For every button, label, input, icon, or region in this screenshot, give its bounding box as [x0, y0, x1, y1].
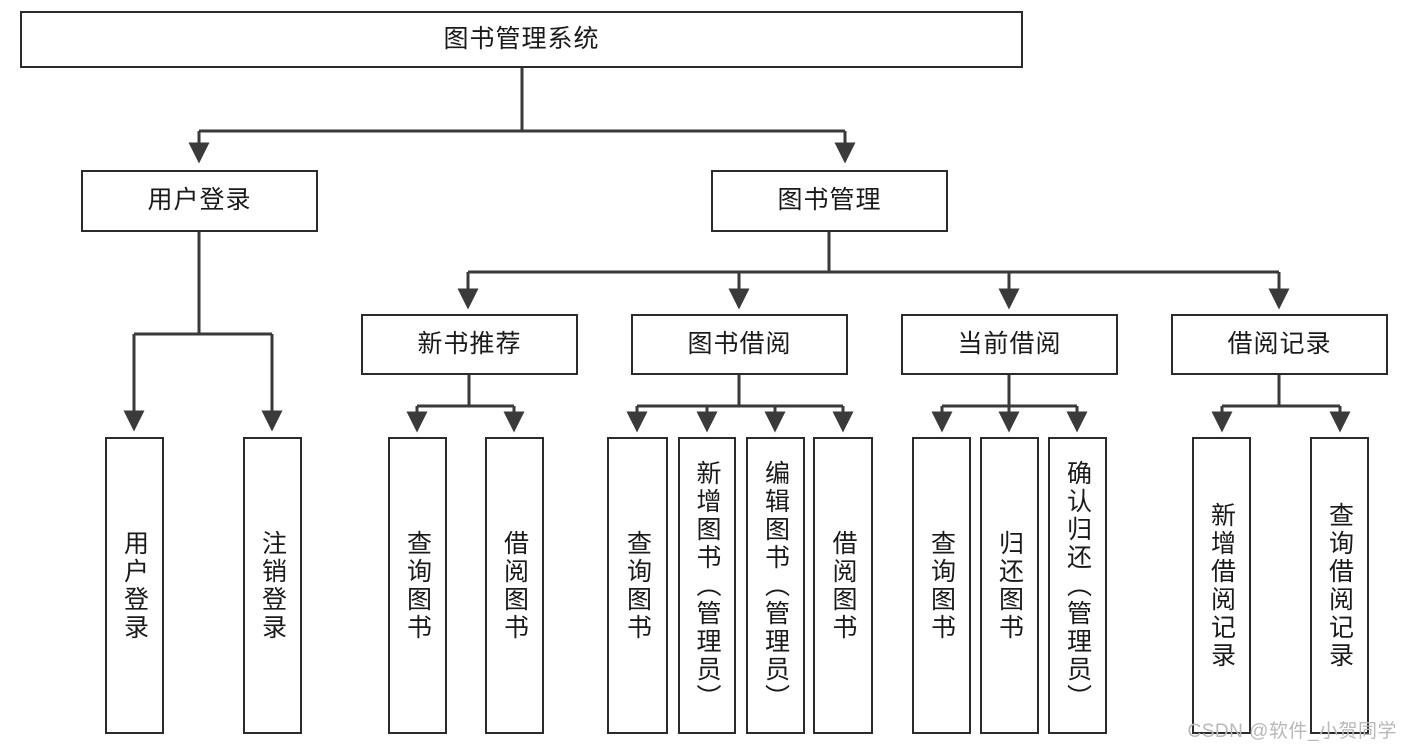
leaf-borrow-book-recommend[interactable]: 借阅图书	[485, 437, 544, 734]
node-current-borrow[interactable]: 当前借阅	[901, 314, 1118, 375]
node-label: 新增图书（管理员）	[693, 459, 721, 712]
node-label: 查询图书	[927, 529, 956, 642]
node-book-management[interactable]: 图书管理	[711, 170, 948, 232]
node-borrow-record[interactable]: 借阅记录	[1171, 314, 1388, 375]
node-label: 归还图书	[995, 529, 1024, 642]
node-label: 用户登录	[120, 529, 149, 642]
node-label: 图书管理系统	[443, 24, 600, 53]
node-label: 图书管理	[777, 186, 882, 215]
node-label: 新书推荐	[417, 329, 522, 358]
node-label: 借阅图书	[500, 529, 529, 642]
leaf-query-book-borrow[interactable]: 查询图书	[607, 437, 668, 734]
leaf-query-book-current[interactable]: 查询图书	[912, 437, 971, 734]
node-label: 确认归还（管理员）	[1063, 459, 1092, 712]
leaf-borrow-book[interactable]: 借阅图书	[813, 437, 873, 734]
leaf-confirm-return-admin[interactable]: 确认归还（管理员）	[1048, 437, 1107, 734]
node-label: 图书借阅	[687, 329, 792, 358]
node-label: 借阅图书	[829, 529, 857, 642]
leaf-edit-book-admin[interactable]: 编辑图书（管理员）	[746, 437, 805, 734]
node-label: 查询图书	[623, 529, 652, 642]
node-label: 新增借阅记录	[1207, 501, 1236, 670]
node-label: 注销登录	[258, 529, 287, 642]
node-label: 查询借阅记录	[1325, 501, 1354, 670]
leaf-add-book-admin[interactable]: 新增图书（管理员）	[678, 437, 736, 734]
node-new-book-recommend[interactable]: 新书推荐	[361, 314, 578, 375]
leaf-logout[interactable]: 注销登录	[243, 437, 302, 734]
leaf-query-book-recommend[interactable]: 查询图书	[388, 437, 447, 734]
node-label: 借阅记录	[1227, 329, 1332, 358]
leaf-user-login[interactable]: 用户登录	[105, 437, 164, 734]
node-label: 用户登录	[147, 186, 252, 215]
node-book-borrow[interactable]: 图书借阅	[631, 314, 848, 375]
leaf-return-book[interactable]: 归还图书	[980, 437, 1039, 734]
node-label: 编辑图书（管理员）	[761, 459, 790, 712]
node-user-login[interactable]: 用户登录	[81, 170, 318, 232]
csdn-watermark: CSDN @软件_小贺同学	[1187, 721, 1397, 742]
node-label: 当前借阅	[957, 329, 1062, 358]
node-label: 查询图书	[403, 529, 432, 642]
leaf-add-borrow-record[interactable]: 新增借阅记录	[1192, 437, 1251, 734]
node-root-book-management-system[interactable]: 图书管理系统	[20, 11, 1023, 68]
leaf-query-borrow-record[interactable]: 查询借阅记录	[1310, 437, 1369, 734]
